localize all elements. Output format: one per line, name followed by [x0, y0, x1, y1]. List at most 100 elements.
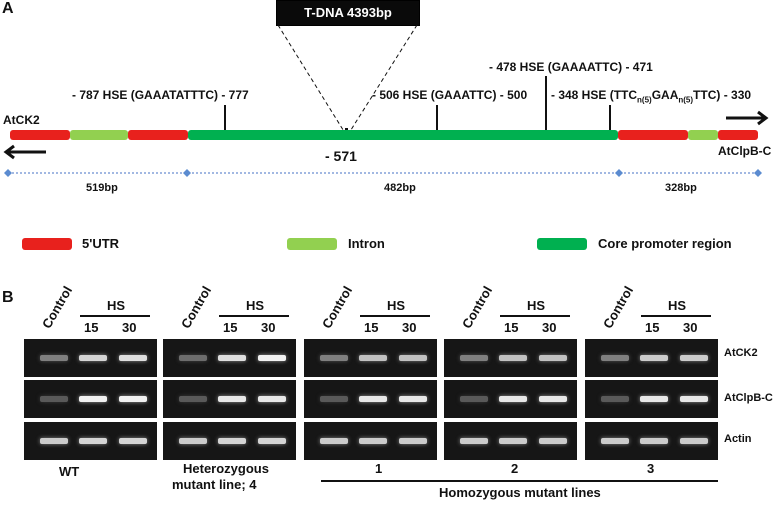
- gel-band: [539, 396, 567, 402]
- gel-band: [258, 438, 286, 444]
- tdna-label: T-DNA 4393bp: [304, 5, 392, 20]
- hs-underline: [641, 315, 711, 317]
- group-label-homo-2: 2: [511, 461, 519, 476]
- time-label-15: 15: [645, 320, 660, 335]
- legend-intron-swatch: [287, 238, 337, 250]
- gel-image-actin: [444, 422, 577, 460]
- gel-band: [218, 396, 246, 402]
- gel-image-actin: [304, 422, 437, 460]
- utr-segment-right-1: [618, 130, 688, 140]
- gel-band: [79, 355, 107, 361]
- gel-band: [460, 355, 488, 361]
- gel-band: [119, 396, 147, 402]
- control-label: Control: [178, 283, 215, 331]
- panel-a-label: A: [2, 0, 14, 17]
- gel-band: [460, 438, 488, 444]
- time-label-15: 15: [504, 320, 519, 335]
- gel-band: [119, 355, 147, 361]
- utr-segment-left-2: [128, 130, 188, 140]
- gel-band: [680, 438, 708, 444]
- gel-image-atck2: [585, 339, 718, 377]
- hs-label: HS: [246, 298, 265, 313]
- gel-image-atclpbc: [24, 380, 157, 418]
- gel-band: [359, 438, 387, 444]
- gel-gene-label-atck2: AtCK2: [724, 347, 758, 359]
- core-promoter-segment: [188, 130, 618, 140]
- intron-segment-left: [70, 130, 128, 140]
- gel-image-actin: [585, 422, 718, 460]
- legend-core-swatch: [537, 238, 587, 250]
- gel-band: [399, 438, 427, 444]
- gel-band: [499, 438, 527, 444]
- gel-band: [218, 438, 246, 444]
- gel-image-atck2: [163, 339, 296, 377]
- distance-label-2: 482bp: [384, 182, 416, 194]
- gel-image-atck2: [24, 339, 157, 377]
- gel-image-atclpbc: [304, 380, 437, 418]
- hs-underline: [219, 315, 289, 317]
- gel-band: [79, 396, 107, 402]
- group-label-homo-3: 3: [647, 461, 655, 476]
- hse-787-tick: [224, 105, 226, 133]
- legend-core-label: Core promoter region: [598, 236, 732, 251]
- hs-label: HS: [527, 298, 546, 313]
- intron-segment-right: [688, 130, 718, 140]
- gel-band: [601, 396, 629, 402]
- gel-band: [601, 355, 629, 361]
- distance-label-1: 519bp: [86, 182, 118, 194]
- gel-image-atck2: [304, 339, 437, 377]
- time-label-15: 15: [223, 320, 238, 335]
- gel-band: [359, 355, 387, 361]
- legend-utr-label: 5'UTR: [82, 236, 120, 251]
- control-label: Control: [319, 283, 356, 331]
- distance-label-3: 328bp: [665, 182, 697, 194]
- gel-image-atclpbc: [585, 380, 718, 418]
- hse-348-tick: [609, 105, 611, 133]
- gel-image-atclpbc: [163, 380, 296, 418]
- homozygous-underline: [321, 480, 718, 482]
- time-label-30: 30: [683, 320, 698, 335]
- gel-band: [499, 355, 527, 361]
- gel-image-actin: [24, 422, 157, 460]
- gel-band: [399, 355, 427, 361]
- panel-b-label: B: [2, 289, 14, 306]
- time-label-30: 30: [122, 320, 137, 335]
- gel-band: [359, 396, 387, 402]
- gel-band: [320, 438, 348, 444]
- time-label-30: 30: [402, 320, 417, 335]
- time-label-15: 15: [84, 320, 99, 335]
- gel-image-atclpbc: [444, 380, 577, 418]
- hs-underline: [360, 315, 430, 317]
- time-label-30: 30: [542, 320, 557, 335]
- gel-band: [601, 438, 629, 444]
- left-arrow-icon: [3, 144, 46, 160]
- gel-band: [680, 355, 708, 361]
- gel-band: [460, 396, 488, 402]
- hse-506-tick: [436, 105, 438, 133]
- gel-image-actin: [163, 422, 296, 460]
- gel-gene-label-atclpbc: AtClpB-C: [724, 392, 773, 404]
- hse-506-label: - 506 HSE (GAAATTC) - 500: [372, 88, 528, 102]
- gel-band: [40, 396, 68, 402]
- utr-segment-right-2: [718, 130, 758, 140]
- hs-label: HS: [107, 298, 126, 313]
- utr-segment-left-1: [10, 130, 70, 140]
- tdna-box: T-DNA 4393bp: [276, 0, 420, 26]
- gel-band: [320, 396, 348, 402]
- distance-scale: [4, 169, 762, 177]
- gene-left-label: AtCK2: [3, 113, 40, 127]
- group-label-homo-1: 1: [375, 461, 383, 476]
- gel-band: [179, 396, 207, 402]
- hse-787-label: - 787 HSE (GAAATATTTC) - 777: [72, 88, 249, 102]
- right-arrow-icon: [726, 110, 769, 126]
- gel-band: [79, 438, 107, 444]
- hs-label: HS: [387, 298, 406, 313]
- legend-utr-swatch: [22, 238, 72, 250]
- gel-band: [539, 355, 567, 361]
- group-label-het-1: Heterozygous: [183, 461, 269, 476]
- hse-478-tick: [545, 76, 547, 133]
- homozygous-label: Homozygous mutant lines: [439, 485, 601, 500]
- insertion-position-label: - 571: [325, 148, 357, 164]
- gel-band: [680, 396, 708, 402]
- gel-band: [40, 355, 68, 361]
